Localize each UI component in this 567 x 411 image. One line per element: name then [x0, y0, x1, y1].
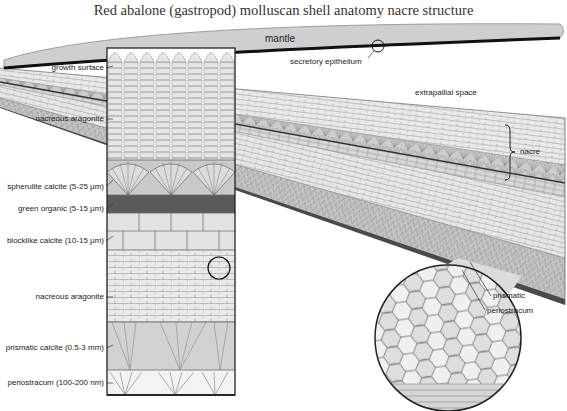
leader-lines-part	[470, 262, 491, 296]
inset-column-part-part	[124, 52, 138, 62]
inset-column-part	[107, 250, 235, 322]
shell-layers-part	[0, 85, 565, 197]
leader-lines-part	[106, 383, 113, 384]
shell-layers-part	[0, 78, 565, 165]
part-label: extrapallial space	[415, 88, 477, 98]
leader-lines-part	[106, 297, 113, 298]
zoom-detail-part	[375, 265, 521, 411]
shell-layers	[0, 68, 565, 305]
node-label: mantle	[265, 34, 295, 44]
diagram-title: Red abalone (gastropod) molluscan shell …	[0, 1, 567, 19]
shell-layers-part	[0, 85, 565, 258]
inset-column-part	[107, 48, 235, 395]
inset-column-part	[107, 160, 235, 370]
leader-lines-part	[106, 345, 113, 348]
leader-lines-part	[106, 119, 113, 120]
inset-column-part	[107, 48, 235, 395]
inset-column-part	[112, 161, 230, 195]
part-label: nacreous aragonite	[36, 292, 105, 302]
part-label: nacreous aragonite	[36, 114, 105, 124]
leader-lines-part	[106, 180, 113, 187]
inset-column-part	[107, 370, 235, 395]
leader-lines-part	[106, 236, 113, 241]
part-label: periostracum	[487, 306, 533, 316]
shell-layers-part	[0, 98, 565, 258]
inset-column-part	[107, 213, 235, 250]
leader-lines-part	[368, 51, 374, 58]
part-label: secretory epithelium	[290, 57, 362, 67]
shell-layers-part	[0, 98, 565, 299]
inset-column-part-part	[204, 52, 218, 62]
inset-column-part-part	[108, 52, 122, 62]
inset-column-part	[107, 322, 235, 370]
part-label: prismatic	[493, 291, 525, 301]
inset-column-part	[112, 322, 228, 370]
outline-path	[4, 24, 564, 68]
inset-column-part	[208, 257, 230, 279]
shell-layers-part	[0, 82, 565, 183]
inset-column-part	[107, 213, 235, 250]
inset-column-part	[107, 195, 235, 213]
zoom-detail-part-part	[370, 262, 530, 384]
leader-lines-part	[462, 270, 485, 310]
leader-lines-part	[106, 66, 113, 68]
inset-column-part-part	[156, 52, 170, 62]
inset-column	[107, 48, 235, 395]
part-label: prismatic calcite (0.5-3 mm)	[6, 343, 104, 353]
inset-column-part	[110, 372, 228, 395]
shell-layers-part	[0, 68, 565, 118]
part-label: growth surface	[52, 63, 104, 73]
inset-column-part	[108, 52, 234, 62]
part-label: blocklike calcite (10-15 µm)	[7, 236, 104, 246]
inset-column-part-part	[188, 52, 202, 62]
zoom-detail-part	[370, 262, 530, 411]
bracket	[505, 125, 515, 180]
leader-lines-part	[106, 204, 113, 209]
part-label: spherulite calcite (5-25 µm)	[7, 182, 104, 192]
inset-column-part-part	[172, 52, 186, 62]
inset-column-part-part	[220, 52, 234, 62]
leader-lines	[106, 51, 491, 383]
zoom-detail	[370, 258, 530, 411]
shell-layers-part	[565, 118, 566, 305]
inset-column-part-part	[140, 52, 154, 62]
inset-column-part	[107, 62, 235, 160]
part-label: nacre	[520, 147, 540, 157]
part-label: periostracum (100-200 nm)	[8, 378, 104, 388]
part-label: green organic (5-15 µm)	[18, 204, 104, 214]
inset-column-part	[107, 160, 235, 195]
